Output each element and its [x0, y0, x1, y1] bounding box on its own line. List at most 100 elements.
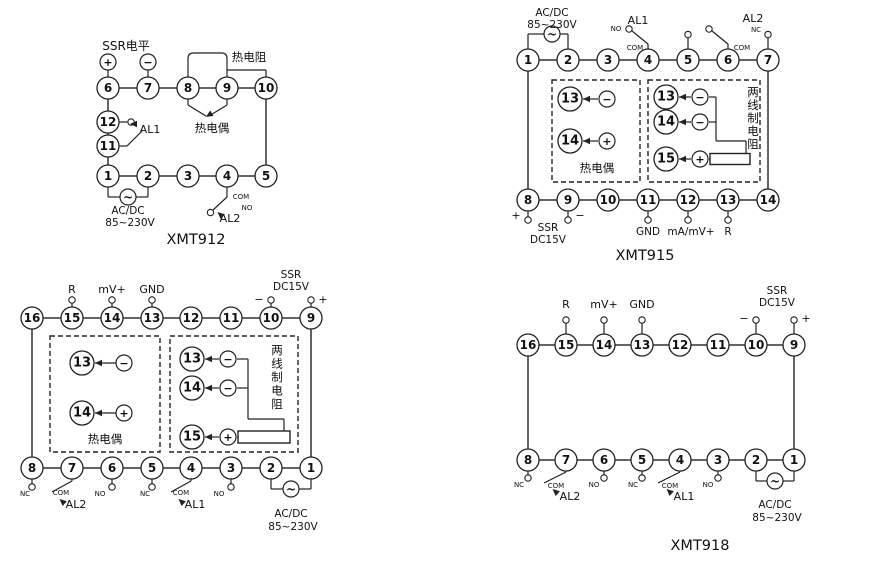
terminal-15: [179, 424, 205, 450]
arrowhead-icon: [552, 488, 560, 497]
plus-terminal-icon: [691, 150, 709, 168]
arrowhead-icon: [205, 355, 212, 363]
terminal-number: 11: [100, 139, 117, 153]
contact-dot-icon: [524, 474, 532, 482]
terminal-9: [215, 76, 239, 100]
plus-terminal-icon: [115, 404, 133, 422]
label: NC: [628, 481, 638, 489]
terminal-number: 10: [748, 338, 765, 352]
wire: [126, 130, 143, 147]
minus-terminal-icon: [598, 90, 616, 108]
terminal-number: 11: [710, 338, 727, 352]
contact-dot-icon: [705, 25, 713, 33]
label: 线: [271, 357, 283, 371]
terminal-16: [516, 333, 540, 357]
label: SSR: [538, 222, 559, 234]
terminal-1: [782, 448, 806, 472]
terminal-number: 5: [148, 461, 156, 475]
ac-source-icon: [282, 480, 300, 498]
terminal-3: [596, 48, 620, 72]
terminal-number: 13: [634, 338, 651, 352]
label: 制: [747, 111, 759, 125]
terminal-number: 5: [262, 169, 270, 183]
label: NO: [703, 481, 714, 489]
terminal-number: 12: [100, 115, 117, 129]
label: −: [254, 293, 263, 306]
arrowhead-icon: [217, 211, 225, 220]
minus-terminal-icon: [691, 113, 709, 131]
label: mV+: [590, 298, 617, 311]
terminal-15: [653, 146, 679, 172]
terminal-13: [179, 346, 205, 372]
label: 85~230V: [268, 521, 318, 533]
label: NO: [214, 490, 225, 498]
terminal-number: 11: [223, 311, 240, 325]
terminal-block-outline: [31, 317, 312, 469]
terminal-number: 1: [524, 53, 532, 67]
label: NO: [242, 204, 253, 212]
terminal-number: 1: [104, 169, 112, 183]
terminal-number: 1: [790, 453, 798, 467]
label: AL2: [220, 212, 241, 225]
terminal-14: [653, 109, 679, 135]
label: 两: [747, 85, 759, 99]
terminal-number: 10: [263, 311, 280, 325]
label: NC: [751, 26, 761, 34]
sign-glyph: ~: [770, 475, 780, 489]
label: NO: [589, 481, 600, 489]
label: COM: [734, 44, 750, 52]
contact-dot-icon: [108, 296, 116, 304]
wire: [543, 471, 567, 484]
terminal-number: 6: [108, 461, 116, 475]
terminal-number: 2: [144, 169, 152, 183]
terminal-number: 13: [183, 352, 201, 367]
label: NO: [95, 490, 106, 498]
wire: [51, 480, 73, 493]
contact-dot-icon: [108, 483, 116, 491]
terminal-10: [254, 76, 278, 100]
terminal-number: 13: [561, 92, 579, 107]
terminal-13: [653, 84, 679, 110]
terminal-number: 7: [562, 453, 570, 467]
arrowhead-icon: [679, 155, 686, 163]
label: 热电偶: [88, 432, 123, 446]
label: mV+: [98, 283, 125, 296]
terminal-14: [592, 333, 616, 357]
terminal-number: 8: [28, 461, 36, 475]
label: 线: [747, 98, 759, 112]
sign-glyph: −: [602, 93, 611, 106]
label: AL1: [185, 498, 206, 511]
terminal-6: [592, 448, 616, 472]
label: +: [511, 209, 520, 222]
terminal-number: 3: [227, 461, 235, 475]
arrowhead-icon: [205, 384, 212, 392]
contact-dot-icon: [752, 316, 760, 324]
terminal-number: 8: [184, 81, 192, 95]
contact-dot-icon: [764, 30, 772, 39]
terminal-4: [668, 448, 692, 472]
contact-dot-icon: [684, 216, 692, 224]
label: AL2: [560, 490, 581, 503]
terminal-number: 13: [73, 356, 91, 371]
arrowhead-icon: [583, 95, 590, 103]
label: 电: [271, 384, 283, 398]
terminal-13: [557, 86, 583, 112]
terminal-2: [556, 48, 580, 72]
terminal-number: 15: [183, 430, 201, 445]
label: 制: [271, 370, 283, 384]
terminal-13: [140, 306, 164, 330]
label: AL1: [140, 123, 161, 136]
sign-glyph: −: [119, 357, 128, 370]
minus-terminal-icon: [219, 379, 237, 397]
label: R: [724, 226, 731, 238]
terminal-number: 15: [558, 338, 575, 352]
label: R: [562, 298, 570, 311]
terminal-1: [96, 164, 120, 188]
terminal-2: [744, 448, 768, 472]
sign-glyph: +: [602, 135, 611, 148]
sign-glyph: −: [143, 56, 152, 69]
label: NC: [20, 490, 30, 498]
label: 85~230V: [527, 19, 577, 31]
terminal-number: 2: [267, 461, 275, 475]
label: −: [739, 312, 748, 325]
